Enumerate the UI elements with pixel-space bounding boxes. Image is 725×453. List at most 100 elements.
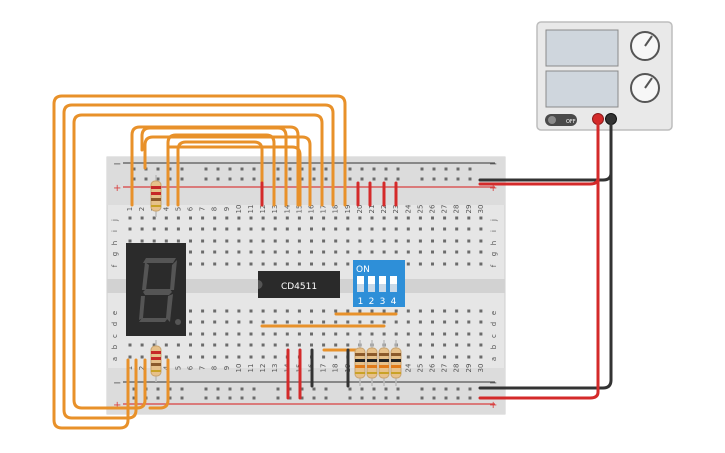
breadboard-hole[interactable] (201, 355, 205, 359)
breadboard-hole[interactable] (370, 332, 374, 336)
breadboard-hole[interactable] (273, 309, 277, 313)
breadboard-hole[interactable] (204, 387, 208, 391)
breadboard-hole[interactable] (176, 239, 180, 243)
breadboard-hole[interactable] (372, 177, 376, 181)
breadboard-hole[interactable] (370, 239, 374, 243)
breadboard-hole[interactable] (334, 309, 338, 313)
breadboard-hole[interactable] (128, 216, 132, 220)
breadboard-hole[interactable] (443, 239, 447, 243)
breadboard-hole[interactable] (310, 343, 313, 347)
breadboard-hole[interactable] (164, 239, 168, 243)
breadboard-hole[interactable] (479, 250, 483, 254)
breadboard-hole[interactable] (156, 396, 160, 400)
breadboard-hole[interactable] (431, 343, 434, 347)
breadboard-hole[interactable] (406, 343, 410, 347)
breadboard-hole[interactable] (455, 332, 459, 336)
breadboard-hole[interactable] (213, 250, 217, 254)
breadboard-hole[interactable] (431, 250, 434, 254)
breadboard-hole[interactable] (237, 320, 241, 324)
wire-supply-black-bottom[interactable] (478, 117, 613, 390)
breadboard-hole[interactable] (479, 309, 483, 313)
breadboard-hole[interactable] (288, 396, 292, 400)
breadboard-hole[interactable] (322, 239, 326, 243)
breadboard-hole[interactable] (382, 216, 386, 220)
breadboard-hole[interactable] (249, 343, 253, 347)
breadboard-hole[interactable] (285, 332, 289, 336)
breadboard-hole[interactable] (455, 250, 459, 254)
breadboard-hole[interactable] (201, 250, 205, 254)
breadboard-hole[interactable] (431, 227, 434, 231)
breadboard-hole[interactable] (140, 227, 144, 231)
breadboard-hole[interactable] (140, 343, 144, 347)
breadboard-hole[interactable] (312, 396, 316, 400)
breadboard-hole[interactable] (372, 387, 376, 391)
breadboard-hole[interactable] (431, 239, 434, 243)
breadboard-hole[interactable] (213, 309, 217, 313)
breadboard-hole[interactable] (467, 343, 471, 347)
wire-orange-9[interactable] (166, 145, 302, 207)
breadboard-hole[interactable] (358, 320, 362, 324)
breadboard-hole[interactable] (285, 250, 289, 254)
breadboard-hole[interactable] (273, 262, 277, 266)
breadboard-hole[interactable] (152, 216, 156, 220)
breadboard-hole[interactable] (261, 343, 265, 347)
breadboard-hole[interactable] (249, 216, 253, 220)
breadboard-hole[interactable] (443, 250, 447, 254)
breadboard-hole[interactable] (443, 343, 447, 347)
breadboard-hole[interactable] (360, 177, 364, 181)
breadboard-hole[interactable] (297, 343, 301, 347)
breadboard-hole[interactable] (479, 239, 483, 243)
breadboard-hole[interactable] (213, 343, 217, 347)
breadboard-hole[interactable] (443, 309, 447, 313)
breadboard-hole[interactable] (455, 355, 459, 359)
breadboard-hole[interactable] (201, 309, 205, 313)
breadboard-hole[interactable] (394, 250, 398, 254)
wire-orange-1[interactable] (52, 94, 347, 430)
breadboard-hole[interactable] (237, 355, 241, 359)
breadboard-hole[interactable] (310, 309, 313, 313)
breadboard-hole[interactable] (240, 387, 244, 391)
breadboard-hole[interactable] (360, 387, 364, 391)
breadboard-hole[interactable] (285, 216, 289, 220)
breadboard-hole[interactable] (213, 332, 217, 336)
breadboard-hole[interactable] (249, 320, 253, 324)
breadboard-hole[interactable] (228, 396, 232, 400)
breadboard-hole[interactable] (382, 239, 386, 243)
breadboard-hole[interactable] (228, 177, 232, 181)
breadboard-hole[interactable] (382, 332, 386, 336)
breadboard-hole[interactable] (297, 320, 301, 324)
breadboard-hole[interactable] (252, 177, 256, 181)
breadboard-hole[interactable] (213, 262, 217, 266)
breadboard-hole[interactable] (152, 239, 156, 243)
breadboard-hole[interactable] (456, 167, 460, 171)
breadboard-hole[interactable] (180, 387, 184, 391)
breadboard-hole[interactable] (189, 250, 192, 254)
breadboard-hole[interactable] (455, 309, 459, 313)
breadboard-hole[interactable] (213, 216, 217, 220)
breadboard-hole[interactable] (479, 332, 483, 336)
breadboard-hole[interactable] (431, 309, 434, 313)
breadboard-hole[interactable] (276, 396, 280, 400)
breadboard-hole[interactable] (443, 262, 447, 266)
breadboard-hole[interactable] (396, 396, 400, 400)
breadboard-hole[interactable] (225, 262, 229, 266)
breadboard-hole[interactable] (140, 355, 144, 359)
breadboard-hole[interactable] (467, 250, 471, 254)
breadboard-hole[interactable] (288, 167, 292, 171)
breadboard-hole[interactable] (431, 320, 434, 324)
breadboard-hole[interactable] (310, 216, 313, 220)
breadboard-hole[interactable] (456, 396, 460, 400)
breadboard-hole[interactable] (406, 239, 410, 243)
breadboard-hole[interactable] (156, 167, 160, 171)
breadboard-hole[interactable] (348, 396, 352, 400)
breadboard-hole[interactable] (261, 227, 265, 231)
breadboard-hole[interactable] (346, 250, 350, 254)
breadboard-hole[interactable] (249, 250, 253, 254)
breadboard-hole[interactable] (285, 343, 289, 347)
breadboard-hole[interactable] (420, 177, 424, 181)
breadboard-hole[interactable] (156, 387, 160, 391)
breadboard-hole[interactable] (396, 387, 400, 391)
breadboard-hole[interactable] (455, 216, 459, 220)
breadboard-hole[interactable] (237, 262, 241, 266)
breadboard-hole[interactable] (249, 309, 253, 313)
